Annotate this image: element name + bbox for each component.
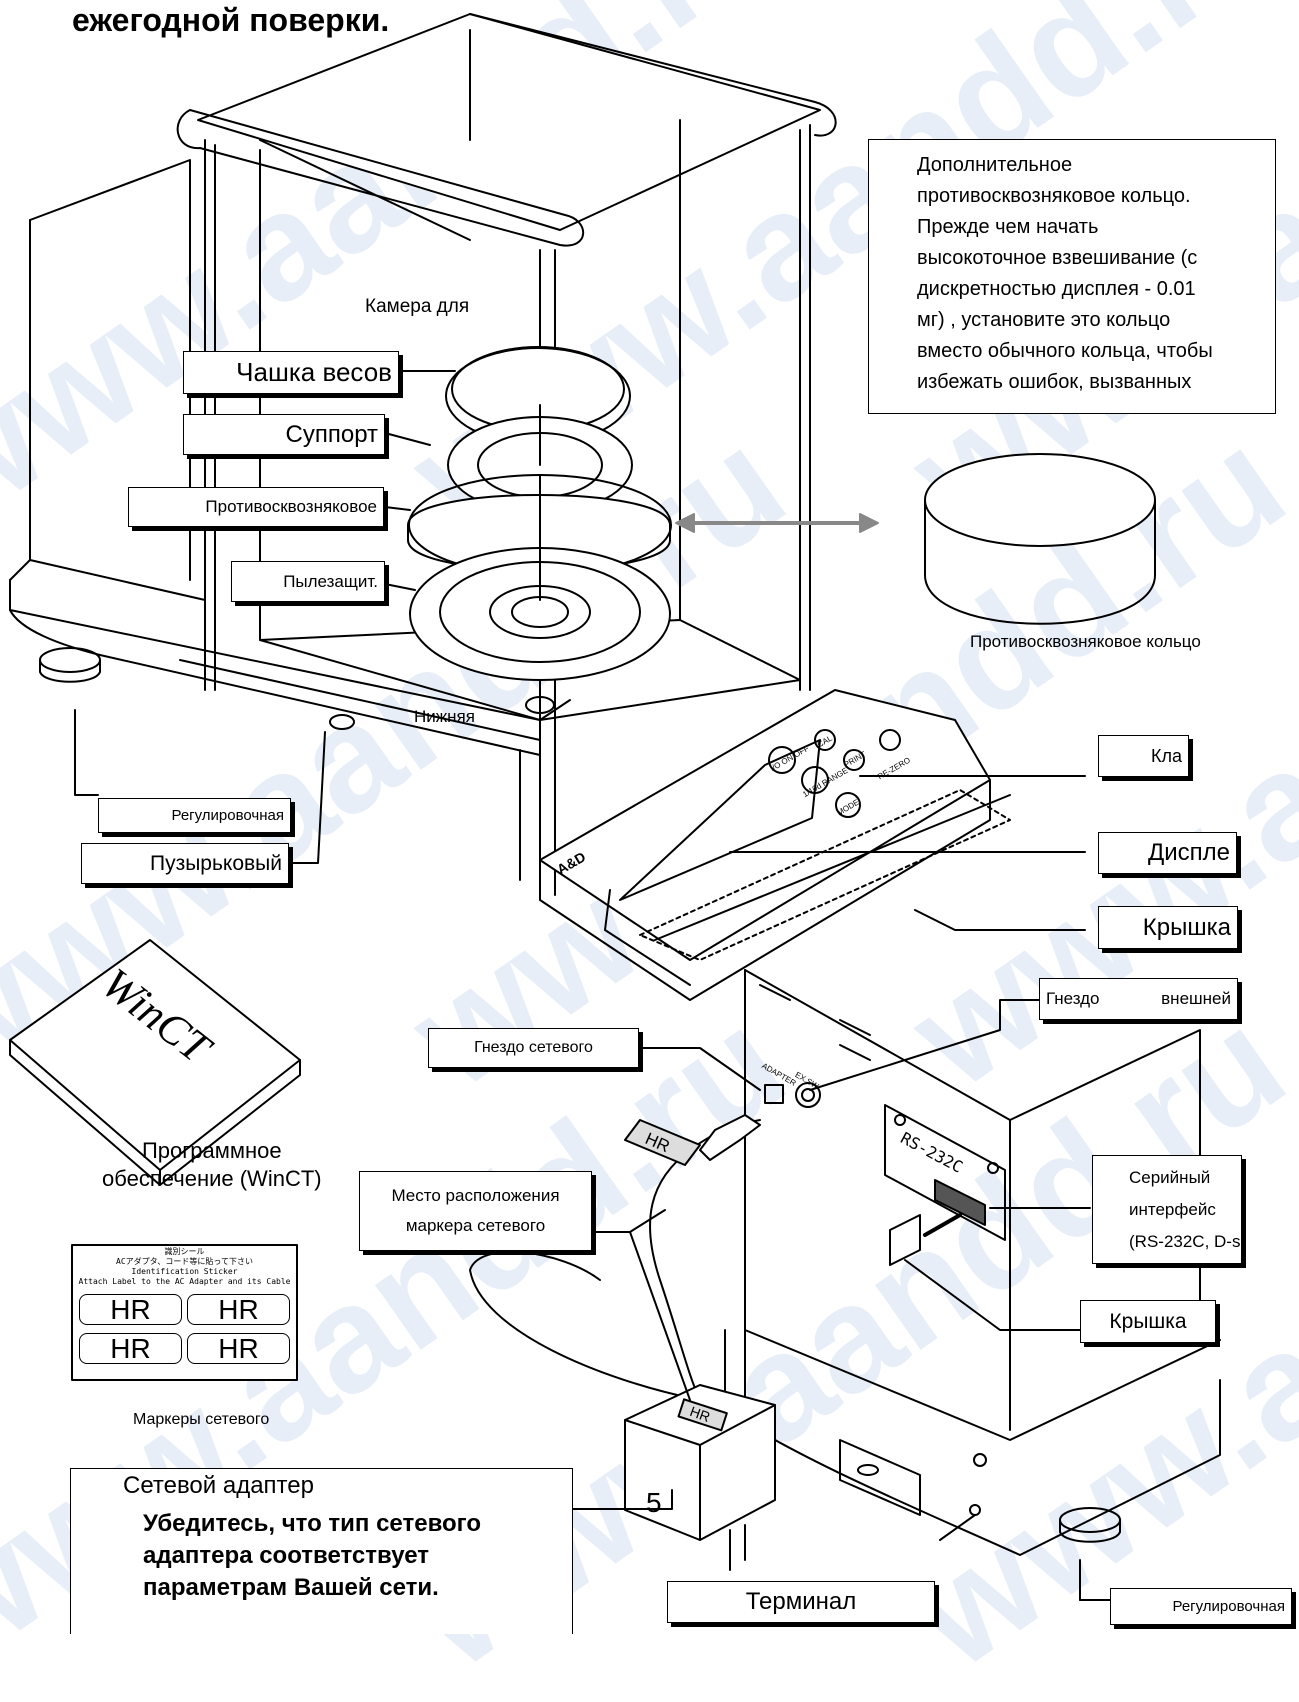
note-line: высокоточное взвешивание (с [917,243,1213,274]
cover-label: Крышка [1098,906,1238,949]
note-line: Прежде чем начать [917,212,1213,243]
optional-ring-note-text: Дополнительное противосквозняковое кольц… [917,150,1213,398]
terminal-label: Терминал [667,1581,935,1623]
sticker-hr: HR [187,1333,290,1364]
sticker-title-line: Attach Label to the AC Adapter and its C… [72,1277,297,1287]
sticker-title-line: 識別シール [72,1247,297,1257]
sticker-title: 識別シール ACアダプタ、コード等に貼って下さい Identification … [72,1247,297,1287]
sticker-sheet: 識別シール ACアダプタ、コード等に貼って下さい Identification … [72,1245,297,1380]
bubble-level-label: Пузырьковый [81,843,289,884]
lower-hook-label: Нижняя [414,707,475,727]
leveling-foot-right-label: Регулировочная [1110,1588,1292,1625]
adapter-title: Сетевой адаптер [123,1472,314,1500]
note-line: мг) , установите это кольцо [917,305,1213,336]
note-line: вместо обычного кольца, чтобы [917,336,1213,367]
serial-interface-line: Серийный [1129,1162,1210,1194]
sticker-hr: HR [79,1333,182,1364]
display-label: Диспле [1098,832,1237,874]
note-line: противосквозняковое кольцо. [917,181,1213,212]
adapter-warning-line: адаптера соответствует [143,1540,481,1572]
adapter-warning-line: Убедитесь, что тип сетевого [143,1508,481,1540]
marker-location-line: маркера сетевого [406,1211,545,1241]
support-label: Суппорт [183,414,385,455]
note-line: Дополнительное [917,150,1213,181]
adapter-marker-location-label: Место расположения маркера сетевого [359,1171,592,1251]
software-caption-line: Программное [102,1137,322,1165]
adapter-jack-label: Гнездо сетевого [428,1028,639,1068]
dust-plate-label: Пылезащит. [231,561,385,602]
sticker-title-line: ACアダプタ、コード等に貼って下さい [72,1257,297,1267]
adapter-warning-line: параметрам Вашей сети. [143,1572,481,1604]
page-number: 5 [646,1487,662,1519]
chamber-label: Камера для [365,296,469,318]
note-line: дискретностью дисплея - 0.01 [917,274,1213,305]
external-jack-text: Гнездо внешней [1046,989,1231,1009]
optional-ring-caption: Противосквозняковое кольцо [970,632,1201,652]
serial-interface-label: Серийный интерфейс (RS-232C, D-sub [1092,1155,1242,1264]
marker-location-line: Место расположения [391,1181,559,1211]
serial-interface-line: интерфейс [1129,1194,1216,1226]
sticker-hr: HR [79,1294,182,1325]
software-caption: Программное обеспечение (WinCT) [102,1137,322,1193]
sticker-title-line: Identification Sticker [72,1267,297,1277]
note-line: избежать ошибок, вызванных [917,367,1213,398]
keys-label: Кла [1098,735,1189,777]
sticker-hr: HR [187,1294,290,1325]
external-jack-label: Гнездо внешней [1039,978,1238,1020]
software-caption-line: обеспечение (WinCT) [102,1165,322,1193]
leveling-foot-left-label: Регулировочная [98,798,291,833]
adapter-warning: Убедитесь, что тип сетевого адаптера соо… [143,1508,481,1604]
sticker-caption: Маркеры сетевого [133,1411,269,1429]
breeze-ring-label: Противосквозняковое [128,487,384,527]
page-heading: ежегодной поверки. [72,2,389,39]
serial-interface-line: (RS-232C, D-sub [1129,1226,1242,1258]
rs232-cover-label: Крышка [1080,1300,1216,1343]
weighing-pan-label: Чашка весов [183,351,399,394]
